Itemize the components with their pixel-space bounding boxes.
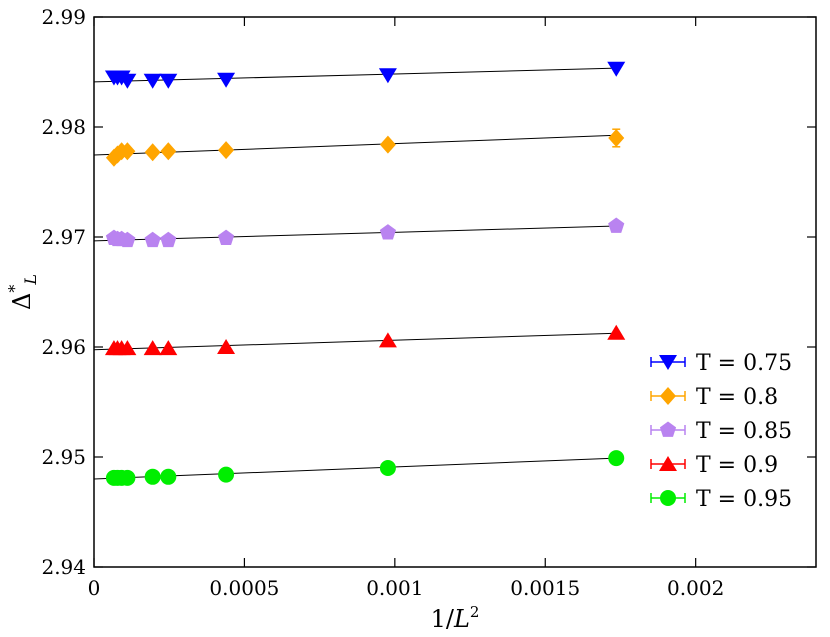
axis-ticks: 2.94 2.95 2.96 2.97 2.98 2.99 0 0.0005 0.001 0.00… <box>41 5 816 600</box>
x-tick-label: 0.0005 <box>209 576 279 600</box>
data-point <box>144 143 161 162</box>
legend-label: T = 0.75 <box>696 351 792 376</box>
y-tick-label: 2.98 <box>41 115 86 139</box>
plot-frame <box>93 16 817 568</box>
data-point <box>143 340 162 356</box>
y-tick-label: 2.96 <box>41 335 86 359</box>
y-tick-label: 2.97 <box>41 225 86 249</box>
legend-marker <box>659 421 677 437</box>
fit-line <box>93 332 617 351</box>
data-point <box>218 141 235 160</box>
x-tick-label: 0 <box>88 576 101 600</box>
legend: T = 0.75 T = 0.8 T = 0.85 T = 0.9 T = 0.95 <box>650 351 792 512</box>
legend-label: T = 0.85 <box>696 419 792 444</box>
data-point <box>608 217 625 233</box>
data-point <box>118 340 137 356</box>
data-point <box>218 466 235 483</box>
data-point <box>160 142 177 161</box>
data-point <box>379 135 396 154</box>
data-point <box>217 339 236 354</box>
data-point <box>379 224 396 240</box>
legend-label: T = 0.9 <box>696 453 778 478</box>
data-point <box>143 73 162 89</box>
legend-marker <box>660 490 676 506</box>
x-tick-label: 0.0015 <box>510 576 580 600</box>
data-point <box>159 340 178 356</box>
data-point <box>144 468 161 485</box>
data-points <box>104 61 626 486</box>
data-point <box>607 61 626 77</box>
data-point <box>217 229 235 245</box>
data-point <box>608 450 625 467</box>
y-tick-label: 2.94 <box>41 555 86 579</box>
data-point <box>159 73 178 89</box>
data-point <box>608 129 625 147</box>
fit-line <box>93 67 617 83</box>
x-axis-label: 1/L2 <box>431 603 480 633</box>
fit-line <box>93 225 617 242</box>
data-point <box>217 72 236 88</box>
legend-marker <box>660 387 676 405</box>
x-tick-label: 0.001 <box>366 576 423 600</box>
data-point <box>160 468 177 485</box>
legend-marker <box>659 456 677 471</box>
legend-label: T = 0.95 <box>696 487 792 512</box>
data-point <box>378 332 397 348</box>
data-point <box>119 142 136 161</box>
data-point <box>378 68 397 84</box>
data-point <box>160 231 177 248</box>
data-point <box>119 231 136 248</box>
data-point <box>118 73 137 89</box>
data-point <box>607 324 626 340</box>
fit-line <box>93 457 617 480</box>
data-point <box>379 460 396 476</box>
legend-label: T = 0.8 <box>696 385 778 410</box>
x-tick-label: 0.002 <box>667 576 724 600</box>
legend-marker <box>659 355 677 370</box>
y-tick-label: 2.99 <box>41 5 86 29</box>
data-point <box>144 231 161 248</box>
fit-lines <box>93 67 617 480</box>
fit-line <box>93 134 617 156</box>
data-point <box>119 469 136 486</box>
y-axis-label: Δ*L <box>5 274 40 310</box>
y-tick-label: 2.95 <box>41 445 86 469</box>
